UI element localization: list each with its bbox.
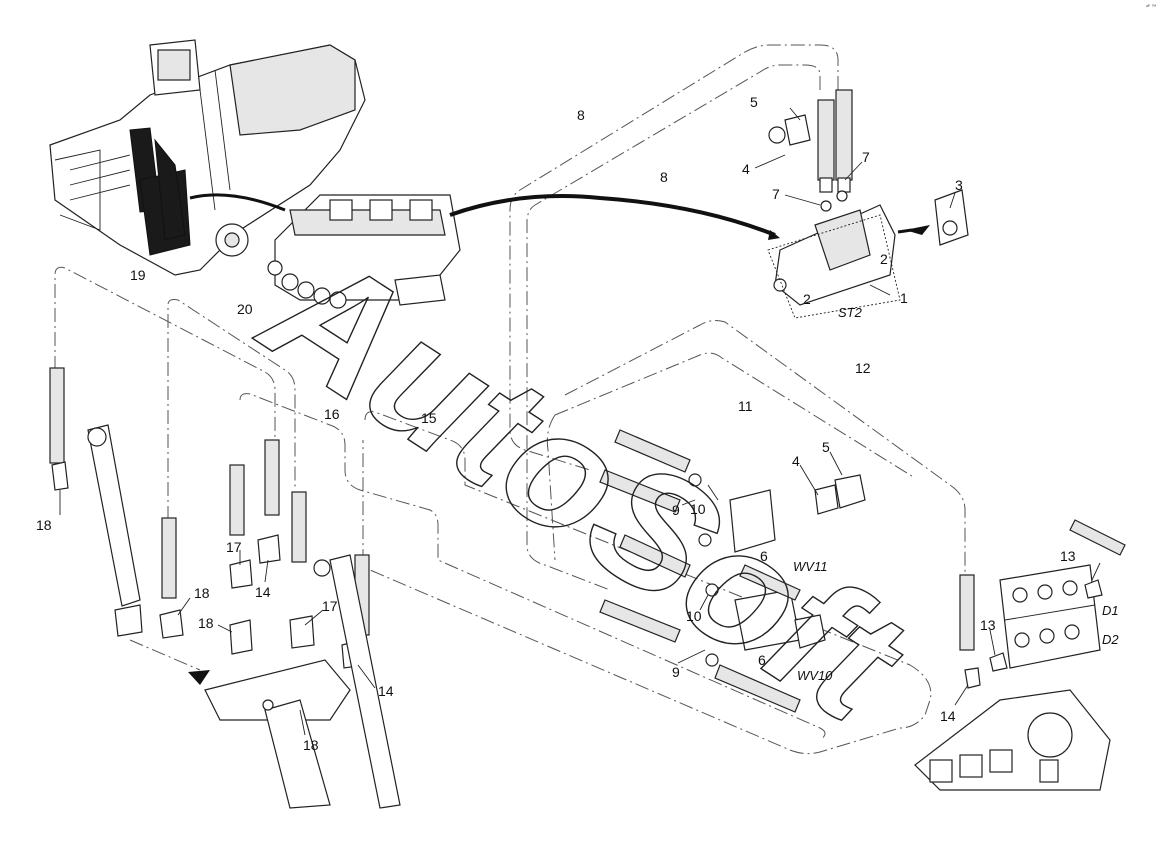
- callout-8-lower: 8: [660, 169, 668, 185]
- pointer-arrow-right: [449, 194, 776, 237]
- callout-6-lower: 6: [758, 652, 766, 668]
- hose-line-15: [362, 411, 932, 755]
- hose-line-19-lower: [129, 639, 201, 671]
- hose-line-12: [564, 320, 966, 575]
- callout-7-right: 7: [862, 149, 870, 165]
- callout-18-left: 18: [36, 517, 52, 533]
- callout-20: 20: [237, 301, 253, 317]
- label-st2: ST2: [838, 305, 863, 320]
- callout-8-upper: 8: [577, 107, 585, 123]
- callout-numbers: 5 8 8 4 7 7 3 2 2 1 ST2 19 20 16 15 12 1…: [36, 94, 1119, 753]
- corner-mark: ᵃᴾ ™: [1146, 4, 1156, 10]
- callout-9-lower: 9: [672, 664, 680, 680]
- main-valve-block: [267, 194, 461, 309]
- callout-2-right: 2: [880, 251, 888, 267]
- hose-line-16: [239, 393, 826, 741]
- arrow-head-icon: [188, 670, 210, 685]
- callout-16: 16: [324, 406, 340, 422]
- hose-line-8-outer: [509, 44, 839, 471]
- callout-3: 3: [955, 177, 963, 193]
- callout-18-bottom: 18: [303, 737, 319, 753]
- callout-5-mid: 5: [822, 439, 830, 455]
- callout-17-left: 17: [226, 539, 242, 555]
- callout-14-right: 14: [940, 708, 956, 724]
- hose-line-20: [167, 299, 296, 520]
- callout-7-left: 7: [772, 186, 780, 202]
- valve-assembly-st2: [767, 89, 969, 319]
- callout-13-lower: 13: [980, 617, 996, 633]
- hose-line-8-inner: [526, 64, 821, 591]
- hose-routing-lines: [54, 44, 966, 755]
- callout-18-lower-left: 18: [198, 615, 214, 631]
- callout-10-upper: 10: [690, 501, 706, 517]
- callout-15: 15: [421, 410, 437, 426]
- callout-11: 11: [738, 398, 753, 414]
- callout-4-top: 4: [742, 161, 750, 177]
- label-d1: D1: [1102, 603, 1119, 618]
- label-wv10: WV10: [797, 668, 833, 683]
- callout-10-lower: 10: [686, 608, 702, 624]
- callout-6-upper: 6: [760, 548, 768, 564]
- callout-14-left: 14: [255, 584, 271, 600]
- callout-4-mid: 4: [792, 453, 800, 469]
- hose-line-11: [554, 352, 916, 479]
- pointer-arrow-left: [189, 193, 286, 212]
- label-d2: D2: [1102, 632, 1119, 647]
- callout-17-right: 17: [322, 598, 338, 614]
- callout-12: 12: [855, 360, 871, 376]
- valve-section-wv: [599, 429, 866, 713]
- cylinder-and-fittings: [49, 367, 401, 809]
- hose-line-11-down: [546, 414, 556, 561]
- leader-lines: [59, 107, 1101, 736]
- hose-line-19: [54, 266, 276, 440]
- machine-overview: [49, 39, 366, 276]
- arrow-head-icon: [768, 230, 780, 240]
- label-wv11: WV11: [793, 559, 827, 574]
- callout-2-left: 2: [803, 291, 811, 307]
- callout-5-top: 5: [750, 94, 758, 110]
- callout-18-mid: 18: [194, 585, 210, 601]
- callout-1: 1: [900, 290, 908, 306]
- distributor-block-d: [914, 519, 1126, 791]
- callout-19: 19: [130, 267, 146, 283]
- callout-9-upper: 9: [672, 502, 680, 518]
- callout-13-upper: 13: [1060, 548, 1076, 564]
- callout-14-center: 14: [378, 683, 394, 699]
